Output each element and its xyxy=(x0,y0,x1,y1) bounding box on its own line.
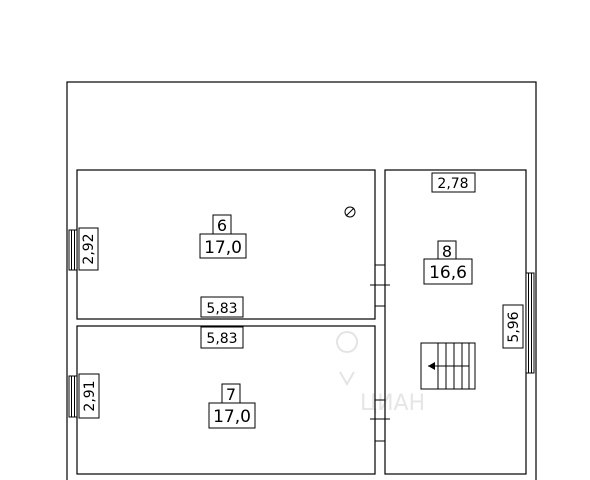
room7-width-box xyxy=(200,326,244,349)
room7-height-box xyxy=(78,373,100,419)
vent-icon xyxy=(344,206,356,218)
room8-width-box xyxy=(431,172,476,193)
room7-area: 17,0 xyxy=(213,407,251,427)
window-room7 xyxy=(68,375,78,418)
room6-area-box xyxy=(199,233,247,259)
room8-height-box xyxy=(502,304,524,349)
staircase-icon xyxy=(420,342,476,390)
room6-width: 5,83 xyxy=(206,301,237,317)
door-room6-room8 xyxy=(370,264,390,307)
room8-number: 8 xyxy=(442,242,452,261)
room8-area-box xyxy=(423,258,473,285)
room8-area: 16,6 xyxy=(429,263,467,283)
room6-number: 6 xyxy=(217,216,227,235)
room6-height-box xyxy=(78,227,99,271)
room8-height: 5,96 xyxy=(506,311,522,342)
room7-number: 7 xyxy=(226,385,236,404)
room6-width-box xyxy=(200,296,244,318)
room6-area: 17,0 xyxy=(204,238,242,258)
outer-wall xyxy=(66,81,537,480)
room7-width: 5,83 xyxy=(206,331,237,347)
door-room7-room8 xyxy=(370,399,390,442)
room8-width: 2,78 xyxy=(437,176,468,192)
room7-area-box xyxy=(208,402,256,429)
room6-height: 2,92 xyxy=(81,233,97,264)
watermark: ЦИАН xyxy=(336,331,425,416)
window-room6 xyxy=(68,229,78,271)
watermark-text: ЦИАН xyxy=(360,391,425,416)
room7-height: 2,91 xyxy=(82,380,98,411)
window-room8 xyxy=(525,272,535,374)
